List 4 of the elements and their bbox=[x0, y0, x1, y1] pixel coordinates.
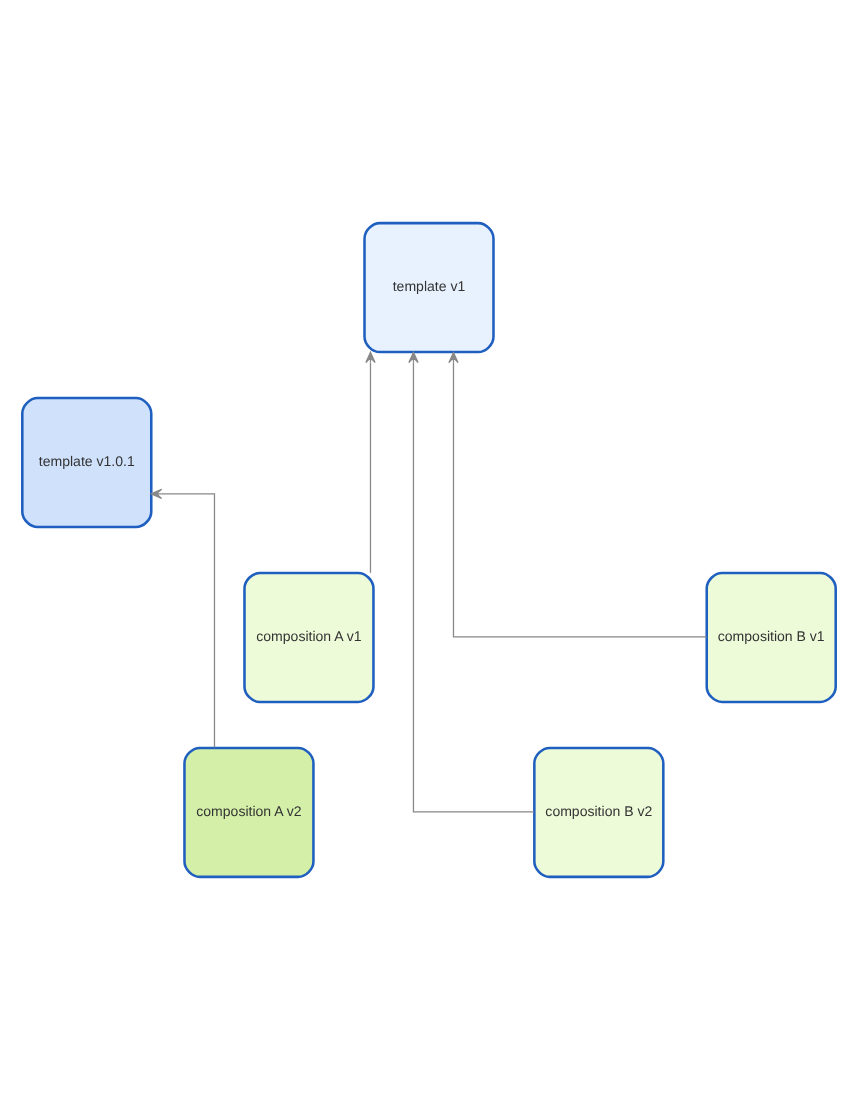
arrow bbox=[448, 351, 708, 638]
arrow bbox=[365, 351, 376, 574]
arrow bbox=[408, 351, 535, 813]
arrow bbox=[150, 488, 216, 749]
